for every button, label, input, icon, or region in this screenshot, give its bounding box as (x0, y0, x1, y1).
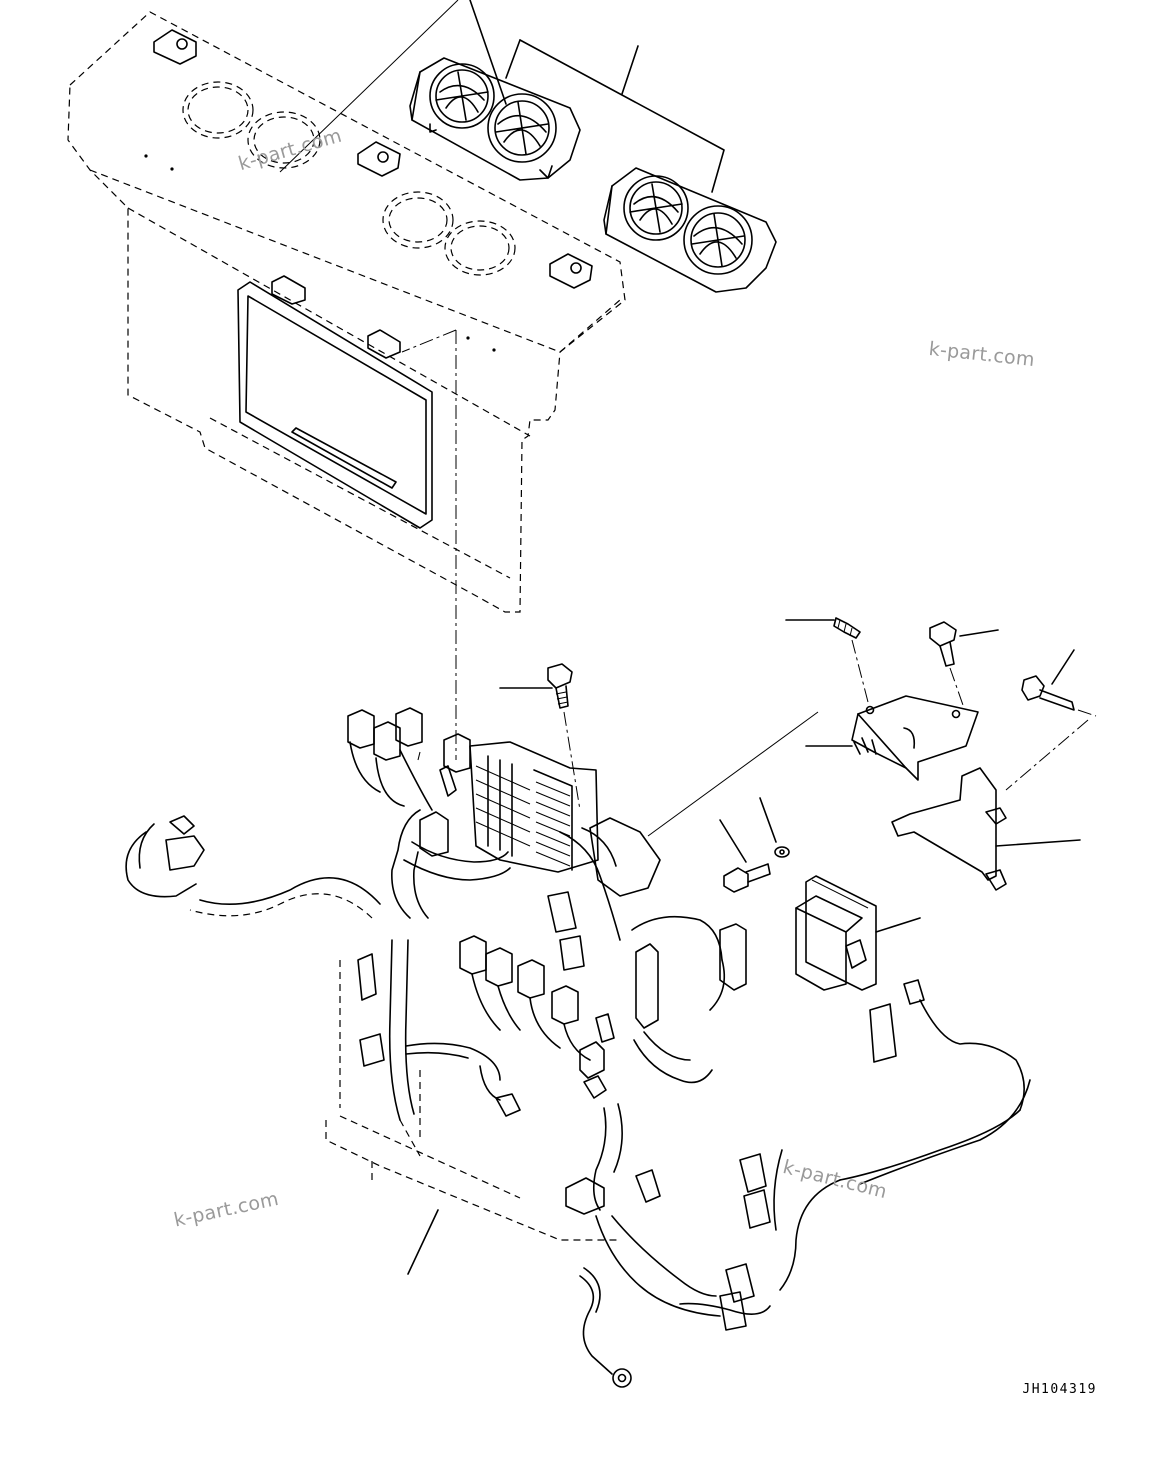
bolt-2 (929, 621, 999, 709)
bolt-4 (719, 797, 790, 893)
gauge-hole-3 (382, 191, 454, 249)
wiring-harness (125, 707, 1031, 1388)
bolt-3 (1021, 649, 1097, 717)
controller-module (795, 875, 921, 991)
vent-unit-upper (409, 57, 581, 181)
spring-clip (785, 617, 869, 703)
drawing-code: JH104319 (1022, 1382, 1097, 1397)
dash-panel (67, 11, 626, 613)
bracket-plate-2 (891, 719, 1089, 891)
monitor-window (237, 281, 433, 529)
gauge-hole-4 (444, 220, 516, 276)
vent-unit-lower (603, 167, 777, 293)
gauge-hole-1 (182, 81, 254, 139)
bolt-1 (499, 663, 581, 811)
bracket-plate-1 (805, 695, 979, 781)
